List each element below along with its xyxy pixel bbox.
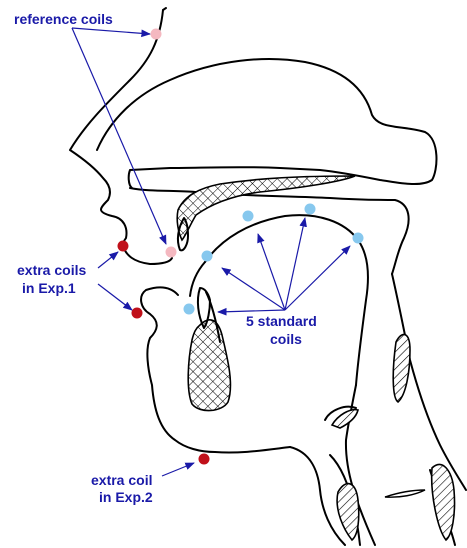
nasal-cavity-roof — [97, 59, 436, 188]
arrow-standard-2 — [258, 234, 285, 310]
arrow-standard-4 — [285, 246, 350, 310]
label-reference-coils: reference coils — [14, 11, 113, 27]
label-standard-coils-line1: 5 standard — [246, 313, 317, 329]
upper-lip — [122, 244, 172, 264]
mandible-bone — [188, 320, 230, 411]
arrow-exp1-upper — [98, 252, 118, 268]
standard-coil-2 — [243, 211, 254, 222]
extra-coil-exp1-lower — [132, 308, 143, 319]
label-standard-coils-line2: coils — [270, 331, 302, 347]
arrow-standard-5 — [218, 310, 285, 312]
thyroid-cartilage — [337, 484, 359, 540]
vertebra-2 — [432, 464, 455, 540]
label-extra-coils-exp1-line1: extra coils — [17, 262, 86, 278]
reference-coil-nose — [166, 247, 177, 258]
head-outline — [70, 8, 466, 545]
vocal-fold-line — [385, 490, 425, 497]
tongue-tip — [190, 262, 205, 296]
arrow-standard-1 — [222, 268, 285, 310]
head-back — [163, 8, 166, 10]
label-extra-coils-exp1-line2: in Exp.1 — [22, 280, 76, 296]
tongue-dorsum — [205, 215, 368, 385]
standard-coil-5 — [184, 304, 195, 315]
hyoid-bone — [332, 410, 358, 428]
hard-palate-bone — [177, 176, 355, 240]
arrow-exp2 — [162, 463, 194, 476]
face-profile — [70, 10, 163, 244]
standard-coil-4 — [353, 233, 364, 244]
reference-coil-top — [151, 29, 162, 40]
standard-coil-3 — [305, 204, 316, 215]
arrow-standard-3 — [285, 218, 305, 310]
vertebra-1 — [393, 334, 410, 402]
standard-coil-1 — [202, 251, 213, 262]
label-extra-coil-exp2-line2: in Exp.2 — [99, 489, 153, 505]
arrow-exp1-lower — [98, 284, 132, 310]
label-extra-coil-exp2-line1: extra coil — [91, 472, 152, 488]
arrow-reference-lower — [72, 28, 166, 244]
extra-coil-exp1-upper — [118, 241, 129, 252]
extra-coil-exp2 — [199, 454, 210, 465]
arrow-reference-upper — [72, 28, 150, 34]
